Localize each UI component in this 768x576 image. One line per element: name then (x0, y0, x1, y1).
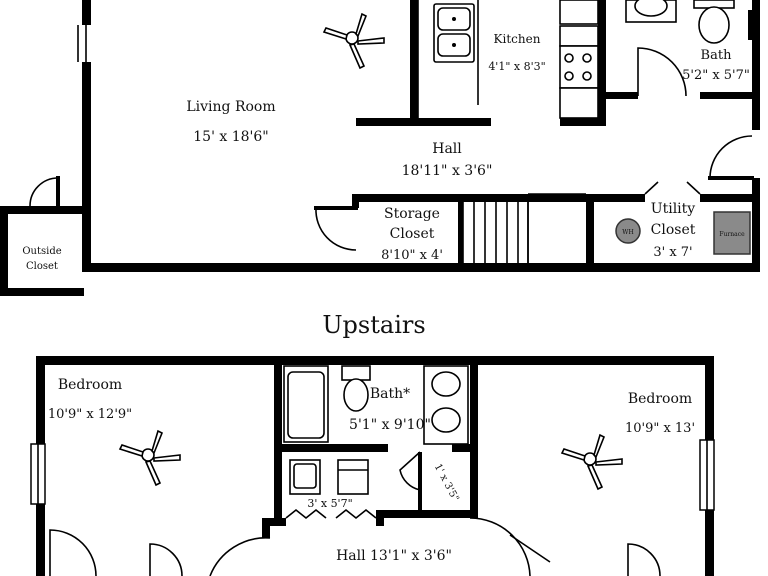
bath-bottom-wall (598, 92, 638, 99)
bath-bottom-wall-up (282, 444, 388, 452)
ceiling-fan-icon (560, 433, 623, 491)
living-room-left-wall (82, 0, 91, 25)
furnace-label: Furnace (719, 231, 745, 238)
utility-top-wall-right (700, 194, 760, 202)
linen-bottom-wall (384, 510, 478, 518)
upstairs-toilet (341, 365, 371, 412)
linen-door-swing (399, 451, 421, 491)
utility-left-wall (586, 194, 594, 269)
storage-top-wall (356, 194, 586, 202)
kitchen-sink (433, 3, 475, 63)
upstairs-hall-label: Hall 13'1" x 3'6" (336, 548, 452, 564)
utility-closet-dims: 3' x 7' (653, 245, 692, 260)
staircase (462, 193, 586, 263)
bedroom-left-door-1 (49, 529, 97, 576)
utility-closet-label-1: Utility (651, 201, 695, 217)
bath-bottom-wall-up-right (452, 444, 472, 452)
washer-dryer (289, 459, 369, 495)
laundry-doors-right (335, 508, 377, 520)
downstairs-bottom-wall (82, 263, 759, 272)
laundry-bottom-wall-right (376, 510, 384, 526)
hall-left-bedroom-wall (262, 518, 270, 538)
right-exterior-wall (752, 0, 760, 130)
utility-door-left (644, 181, 659, 195)
ceiling-fan-icon (322, 12, 385, 70)
storage-closet-dims: 8'10" x 4' (381, 248, 443, 263)
bath-sink (625, 0, 677, 23)
hall-label: Hall (432, 141, 462, 157)
downstairs-plan: WH Furnace Kitchen 4'1" x 8'3" Bath 5'2"… (0, 0, 760, 296)
laundry-bottom-wall (262, 518, 286, 526)
laundry-dims: 3' x 5'7" (307, 497, 352, 510)
bath-left-wall (274, 356, 282, 526)
hall-door-right (469, 517, 531, 576)
water-heater-label: WH (622, 229, 633, 236)
bath-door-swing (637, 47, 687, 97)
outside-closet-label-2: Closet (26, 261, 58, 272)
kitchen-left-wall (410, 0, 418, 118)
right-exterior-wall-lower (752, 178, 760, 272)
section-title: Upstairs (322, 311, 425, 339)
living-room-label: Living Room (186, 99, 275, 115)
living-room-dims: 15' x 18'6" (193, 129, 268, 145)
bedroom-right-door (627, 543, 661, 576)
hall-dims: 18'11" x 3'6" (402, 163, 493, 179)
living-room-left-wall-lower (82, 62, 91, 272)
ceiling-fan-icon (118, 429, 181, 487)
storage-door-leaf (314, 206, 358, 210)
bath-bottom-wall-right (700, 92, 760, 99)
storage-closet-label-2: Closet (390, 226, 435, 242)
storage-right-wall (458, 194, 463, 269)
hall-door-left (209, 537, 271, 576)
bedroom-left-dims: 10'9" x 12'9" (48, 407, 132, 422)
exterior-door-leaf (708, 176, 754, 180)
upstairs-bath-label: Bath* (370, 386, 410, 402)
bedroom-right-label: Bedroom (628, 391, 692, 407)
kitchen-right-wall (598, 0, 606, 126)
utility-door-right (686, 181, 701, 195)
hall-top-wall-left (356, 118, 491, 126)
water-heater (615, 218, 641, 244)
outside-closet-label-1: Outside (22, 246, 61, 257)
storage-left-wall (352, 194, 359, 208)
bath-right-wall (470, 356, 478, 518)
bath-dims: 5'2" x 5'7" (682, 68, 750, 83)
linen-wall (418, 452, 422, 510)
laundry-doors (285, 508, 327, 520)
bath-label: Bath (701, 48, 733, 63)
bedroom-right-dims: 10'9" x 13' (625, 421, 695, 436)
kitchen-range (559, 0, 599, 119)
bedroom-left-label: Bedroom (58, 377, 122, 393)
utility-top-wall (590, 194, 645, 202)
linen-closet-dims: 1' x 3'5" (432, 462, 461, 504)
upstairs-plan: Bedroom 10'9" x 12'9" Bedroom 10'9" x 13… (30, 356, 715, 576)
furnace (713, 211, 751, 255)
upstairs-bath-dims: 5'1" x 9'10" (349, 417, 431, 433)
storage-door-swing (315, 207, 357, 251)
bedroom-left-door-2 (149, 543, 183, 576)
storage-closet-label-1: Storage (384, 206, 440, 222)
exterior-door-swing (709, 135, 753, 179)
upstairs-top-wall (36, 356, 714, 365)
bath-toilet (693, 0, 735, 44)
outside-closet (0, 176, 84, 296)
kitchen-dims: 4'1" x 8'3" (488, 60, 545, 73)
bathtub (283, 365, 329, 443)
utility-closet-label-2: Closet (651, 222, 696, 238)
kitchen-bottom-wall (560, 118, 600, 126)
kitchen-label: Kitchen (494, 32, 541, 46)
double-vanity (423, 365, 469, 445)
